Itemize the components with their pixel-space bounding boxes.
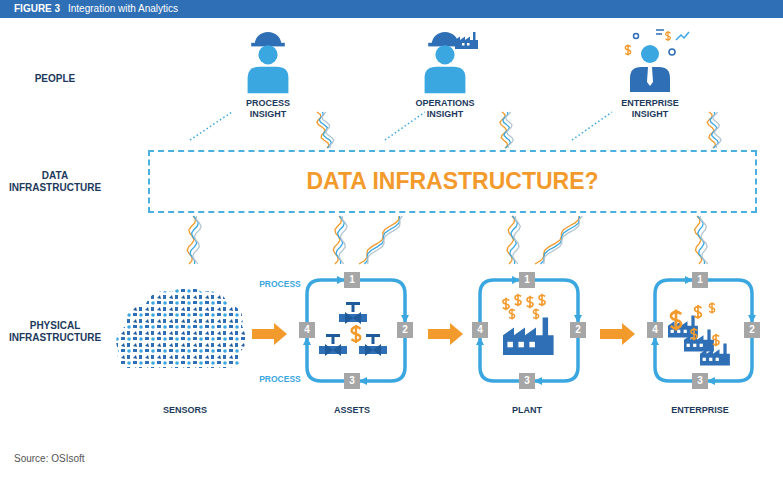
- data-stream: [187, 216, 195, 264]
- step-number: 1: [692, 272, 708, 288]
- step-number: 2: [744, 322, 760, 338]
- process-cycle-arrow: [655, 280, 692, 322]
- process-cycle-arrow: [708, 280, 752, 322]
- valve-icons: [319, 302, 387, 356]
- process-cycle-arrow: [307, 280, 344, 322]
- data-stream: [193, 216, 201, 264]
- step-digit: 2: [575, 325, 581, 335]
- people-label: ENTERPRISE INSIGHT: [610, 98, 690, 120]
- process-cycle-arrow: [307, 338, 344, 381]
- step-digit: 1: [697, 275, 703, 285]
- process-cycle-arrow: [535, 280, 578, 322]
- factory-icon: [503, 294, 554, 355]
- step-number: 2: [397, 322, 413, 338]
- row-label: DATA INFRASTRUCTURE: [5, 170, 105, 194]
- process-cycle-arrow: [360, 280, 405, 322]
- person-icon: [625, 30, 689, 92]
- process-cycle-arrow: [480, 338, 519, 381]
- step-digit: 3: [349, 376, 355, 386]
- data-infrastructure-box: DATA INFRASTRUCTURE?: [148, 150, 757, 213]
- step-digit: 1: [524, 275, 530, 285]
- box-title: DATA INFRASTRUCTURE?: [306, 168, 598, 195]
- stage-label: ASSETS: [307, 405, 397, 416]
- data-stream: [322, 112, 334, 148]
- step-number: 1: [519, 272, 535, 288]
- step-digit: 4: [652, 325, 658, 335]
- data-stream: [544, 216, 583, 264]
- process-cycle-arrow: [708, 338, 752, 381]
- data-stream: [506, 112, 514, 148]
- step-digit: 2: [402, 325, 408, 335]
- step-number: 4: [647, 322, 663, 338]
- source-note: Source: OSIsoft: [14, 453, 85, 464]
- data-stream: [513, 216, 521, 264]
- row-label: PEOPLE: [5, 73, 105, 85]
- step-digit: 2: [749, 325, 755, 335]
- data-stream: [713, 112, 721, 148]
- stage-label: PLANT: [482, 405, 572, 416]
- data-stream: [336, 216, 344, 264]
- step-digit: 4: [304, 325, 310, 335]
- people-label: OPERATIONS INSIGHT: [405, 98, 485, 120]
- stage-label: ENTERPRISE: [655, 405, 745, 416]
- step-digit: 4: [477, 325, 483, 335]
- step-number: 3: [344, 373, 360, 389]
- process-cycle-arrow: [655, 338, 692, 381]
- data-stream: [319, 112, 331, 148]
- step-number: 2: [570, 322, 586, 338]
- data-stream: [359, 216, 399, 264]
- sensor-cloud: [116, 287, 246, 368]
- row-label: PHYSICAL INFRASTRUCTURE: [5, 320, 105, 344]
- step-digit: 3: [697, 376, 703, 386]
- process-cycle-arrow: [535, 338, 578, 381]
- data-stream: [541, 216, 580, 264]
- data-stream: [339, 216, 347, 264]
- step-number: 1: [344, 272, 360, 288]
- step-number: 3: [692, 373, 708, 389]
- step-digit: 3: [524, 376, 530, 386]
- flow-label: PROCESS: [256, 374, 304, 384]
- person-icon: [425, 32, 478, 93]
- data-stream: [700, 216, 707, 264]
- step-digit: 1: [349, 275, 355, 285]
- flow-label: PROCESS: [256, 279, 304, 289]
- data-stream: [535, 216, 579, 264]
- data-stream: [710, 112, 718, 148]
- header-bar: [0, 0, 783, 18]
- data-stream: [365, 216, 400, 264]
- step-number: 3: [519, 373, 535, 389]
- person-icon: [248, 32, 289, 93]
- data-stream: [368, 216, 403, 264]
- people-label: PROCESS INSIGHT: [228, 98, 308, 120]
- figure-number: FIGURE 3: [14, 3, 74, 15]
- data-stream: [510, 216, 518, 264]
- stage-label: SENSORS: [140, 405, 230, 416]
- figure-title: Integration with Analytics: [68, 3, 178, 14]
- step-number: 4: [472, 322, 488, 338]
- process-cycle-arrow: [480, 280, 519, 322]
- data-stream: [333, 216, 341, 264]
- step-number: 4: [299, 322, 315, 338]
- data-stream: [190, 216, 198, 264]
- process-cycle-arrow: [360, 338, 405, 381]
- enterprise-icon: [668, 302, 730, 365]
